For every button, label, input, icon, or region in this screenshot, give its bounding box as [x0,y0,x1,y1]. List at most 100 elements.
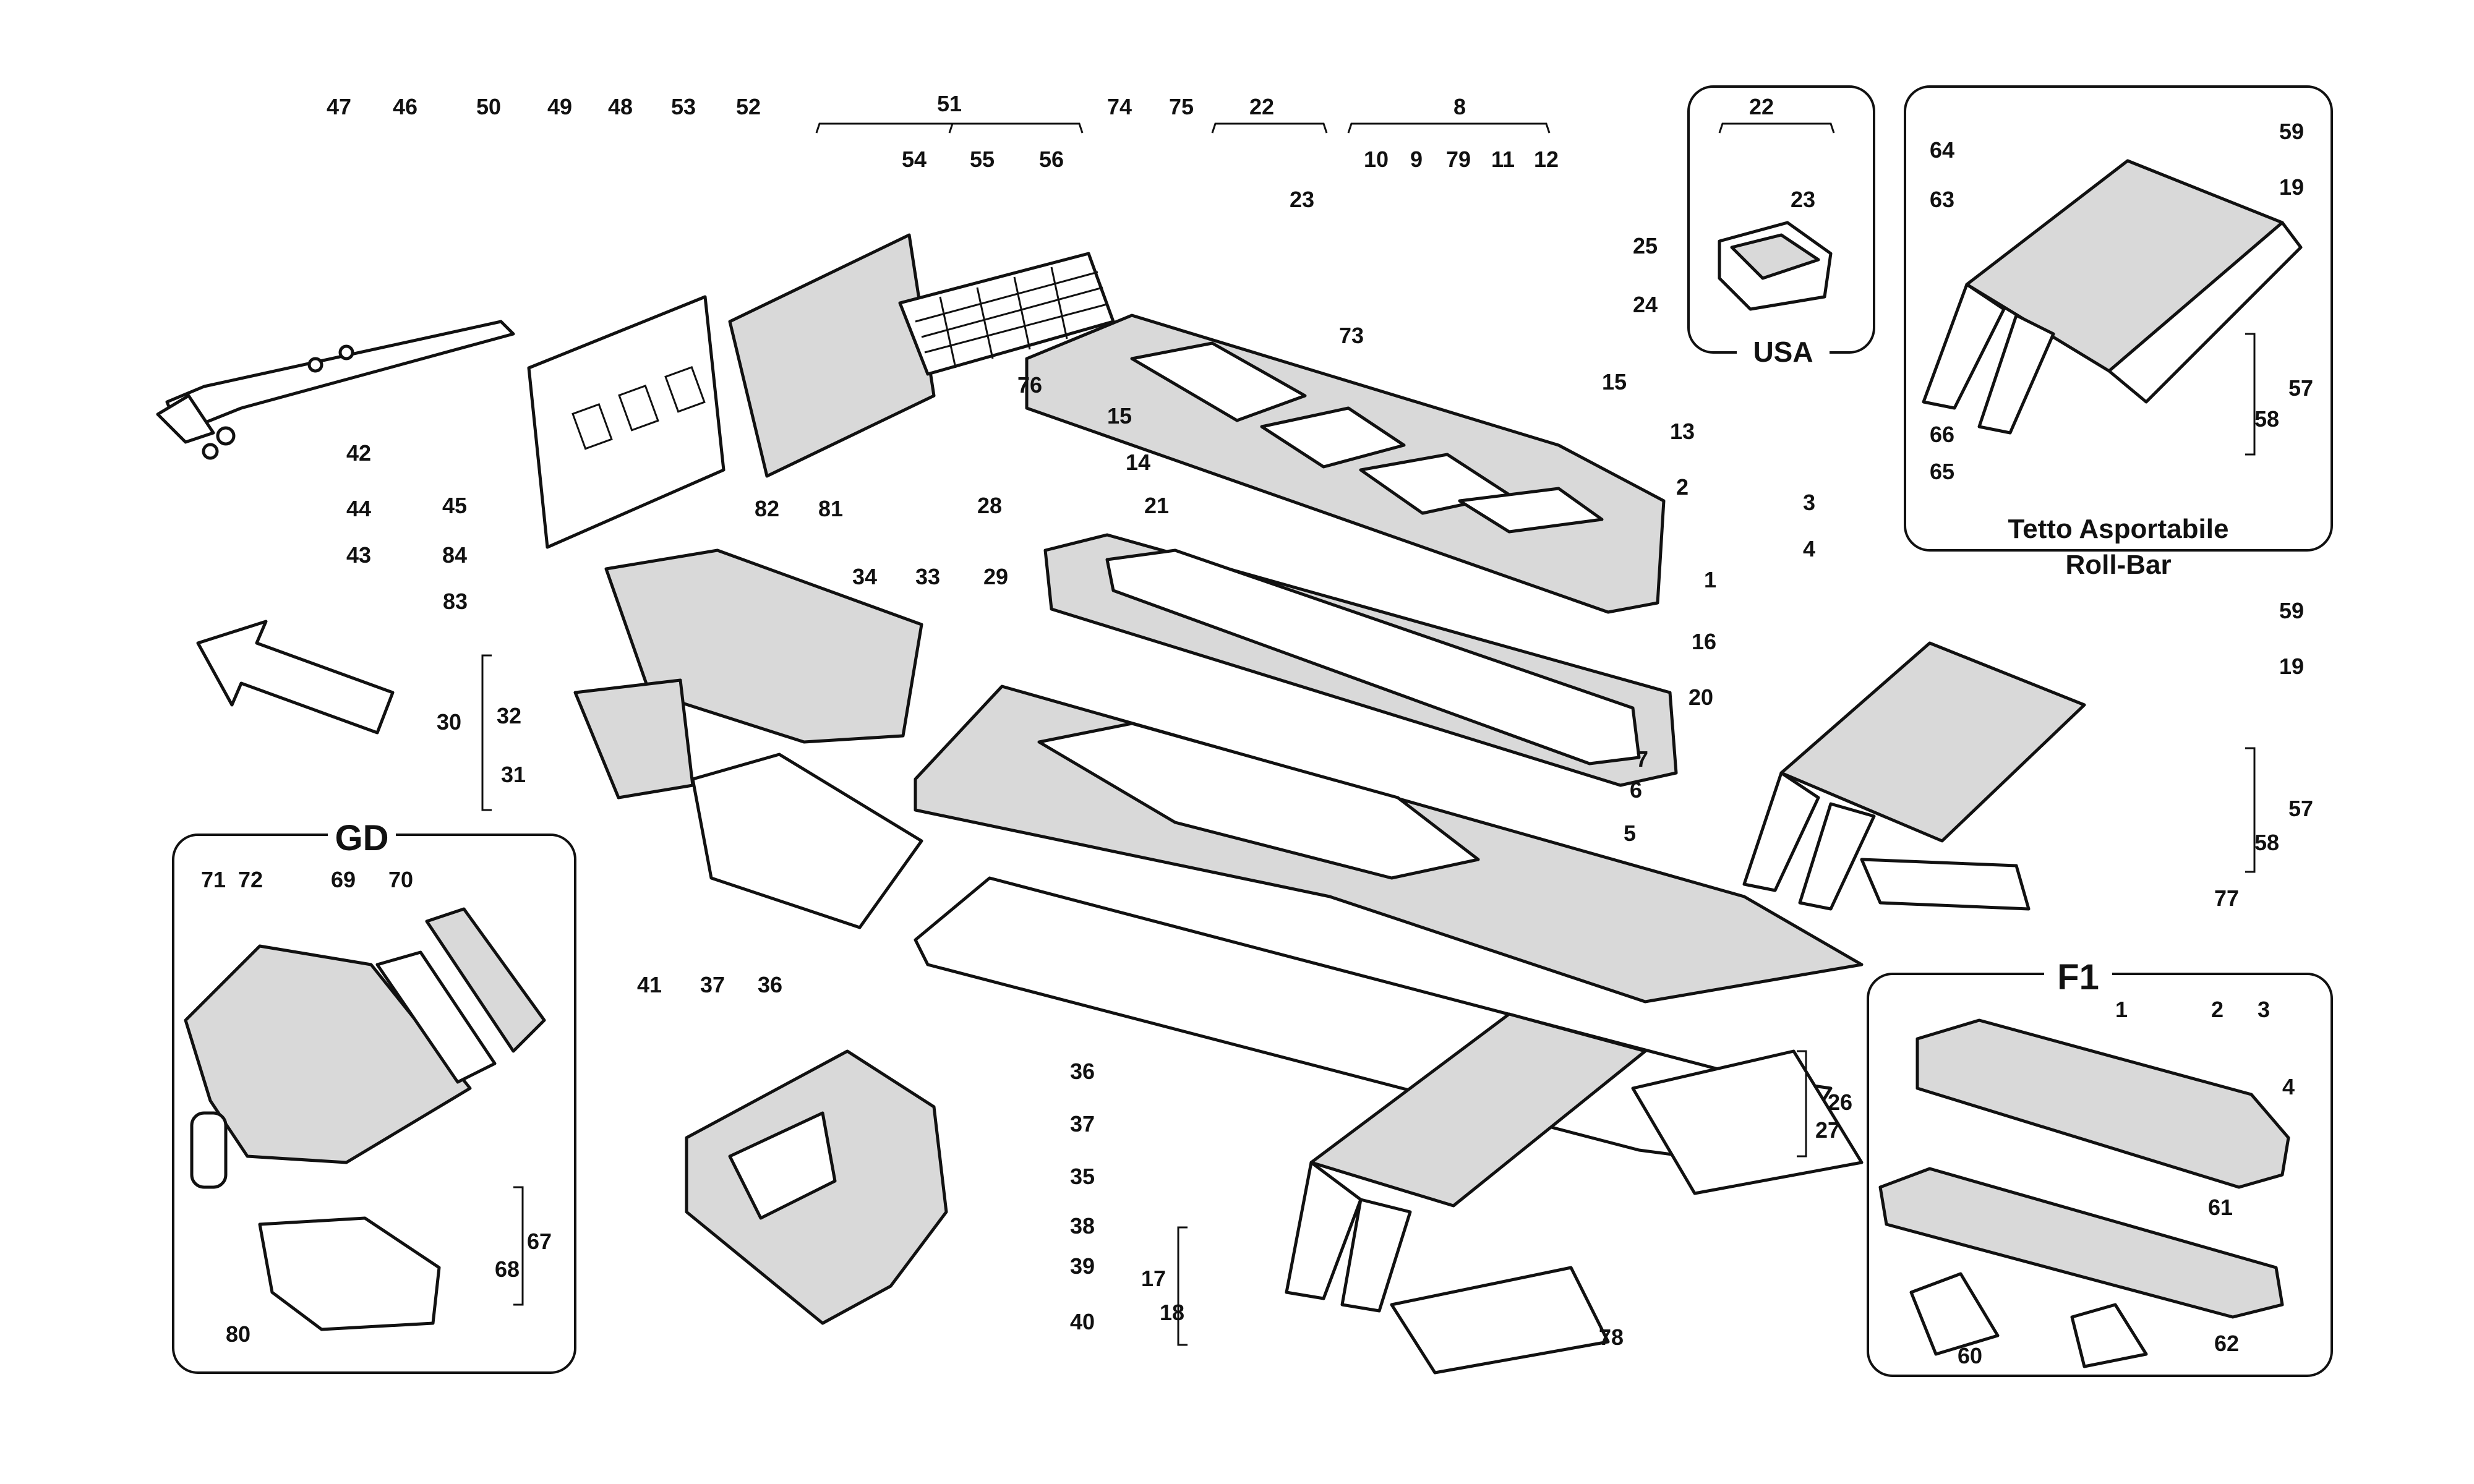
callout-bottom-6: 38 [1070,1213,1095,1239]
rollbar-title-1: Tetto Asportabile [2008,514,2229,544]
callout-top-43: 43 [346,542,371,568]
callout-top-22: 24 [1633,292,1658,317]
callout-top-24: 76 [1017,372,1042,398]
callout-top-18: 79 [1446,147,1471,172]
callout-top-15: 8 [1453,94,1466,119]
callout-top-26: 15 [1602,369,1627,394]
callout-roll-1: 64 [1930,137,1954,163]
left-bracket-assembly [156,320,515,460]
callout-top-8: 54 [902,147,927,172]
callout-top-47: 81 [818,496,843,521]
f1-bracket-62 [2070,1303,2148,1368]
callout-top-46: 82 [755,496,779,521]
callout-top-28: 14 [1126,450,1150,475]
callout-top-31: 3 [1803,490,1815,515]
callout-top-9: 55 [970,147,995,172]
callout-top-20: 12 [1534,147,1559,172]
callout-top-30: 21 [1144,493,1169,518]
callout-top-25: 15 [1107,403,1132,429]
callout-gd-1: 72 [238,867,263,892]
callout-bottom-7: 39 [1070,1253,1095,1279]
callout-roll2-4: 77 [2214,885,2239,911]
f1-console [1915,1018,2290,1189]
callout-labels-usa: 22 23 [1749,94,1815,212]
callout-bottom-8: 40 [1070,1309,1095,1334]
callout-f1-4: 61 [2208,1195,2233,1220]
callout-top-0: 47 [327,94,351,119]
panel-45 [527,295,726,549]
callout-top-17: 9 [1410,147,1423,172]
callout-top-37: 6 [1630,777,1642,803]
callout-usa-1: 23 [1791,187,1815,212]
callout-top-41: 42 [346,440,371,466]
callout-roll-2: 19 [2279,174,2304,200]
callout-usa-0: 22 [1749,94,1774,119]
callout-f1-1: 2 [2211,997,2224,1022]
callout-top-13: 22 [1249,94,1274,119]
gd-title: GD [335,818,389,858]
callout-roll-5: 66 [1930,422,1954,447]
rollbar-title-2: Roll-Bar [2065,550,2171,580]
callout-roll-0: 59 [2279,119,2304,144]
callout-top-19: 11 [1491,147,1515,172]
callout-top-5: 53 [671,94,696,119]
callout-roll-3: 63 [1930,187,1954,212]
callout-bottom-1: 37 [700,972,725,997]
callout-bottom-0: 41 [637,972,662,997]
gd-bracket-69 [375,950,497,1084]
callout-gd-0: 71 [201,867,226,892]
callout-top-39: 28 [977,493,1002,518]
f1-frame [1878,1167,2284,1319]
callout-f1-6: 62 [2214,1331,2239,1356]
rollbar-pad-77 [1860,858,2031,911]
callout-top-51: 30 [437,709,461,735]
callout-bottom-13: 78 [1599,1324,1624,1350]
callout-top-11: 74 [1107,94,1132,119]
callout-roll2-1: 19 [2279,654,2304,679]
callout-top-40: 29 [983,564,1008,589]
f1-title: F1 [2057,957,2099,997]
callout-bottom-4: 37 [1070,1111,1095,1136]
callout-roll-6: 58 [2254,406,2279,432]
callout-top-42: 44 [346,496,371,521]
callout-top-12: 75 [1169,94,1194,119]
callout-top-33: 1 [1704,567,1716,592]
mat-17 [1309,1012,1647,1208]
callout-gd-5: 68 [495,1256,520,1282]
pad-78 [1390,1266,1610,1375]
callout-top-48: 83 [443,589,468,614]
callout-top-1: 46 [393,94,417,119]
callout-top-45: 84 [442,542,467,568]
callout-roll2-3: 58 [2254,830,2279,855]
callout-top-3: 49 [547,94,572,119]
callout-bottom-10: 27 [1815,1117,1840,1143]
callout-top-27: 13 [1670,419,1695,444]
callout-f1-0: 1 [2115,997,2128,1022]
callout-top-2: 50 [476,94,501,119]
callout-bottom-3: 36 [1070,1059,1095,1084]
callout-f1-2: 3 [2258,997,2270,1022]
callout-top-10: 56 [1039,147,1064,172]
front-direction-arrow [196,620,395,735]
callout-bottom-2: 36 [758,972,782,997]
gd-panel-68 [258,1216,441,1331]
callout-bottom-9: 26 [1828,1090,1852,1115]
callout-top-14: 23 [1290,187,1314,212]
usa-title: USA [1753,336,1813,368]
callout-f1-3: 4 [2282,1074,2295,1099]
callout-bottom-11: 17 [1141,1266,1166,1291]
callout-top-23: 73 [1339,323,1364,348]
callout-roll2-2: 57 [2288,796,2313,821]
callout-top-6: 52 [736,94,761,119]
f1-bracket-60 [1909,1272,2000,1356]
callout-top-38: 5 [1624,821,1636,846]
callout-top-35: 20 [1689,684,1713,710]
rollbar-inset-frame [1904,85,2333,552]
callout-top-34: 16 [1692,629,1716,654]
callout-top-36: 7 [1636,746,1648,772]
callout-top-44: 45 [442,493,467,518]
callout-top-53: 31 [501,762,526,787]
